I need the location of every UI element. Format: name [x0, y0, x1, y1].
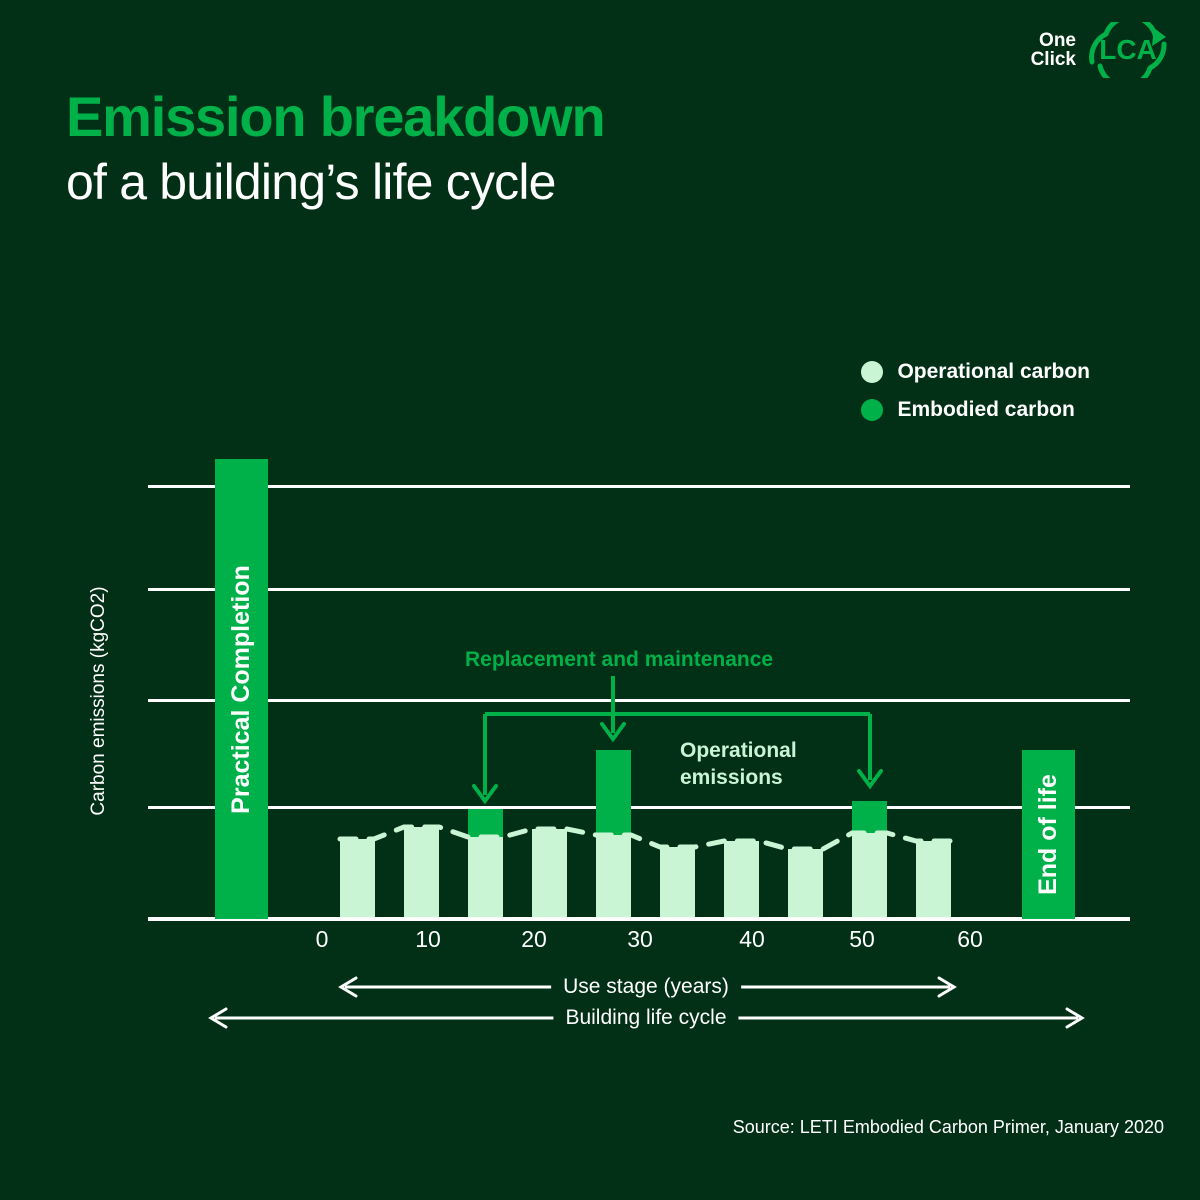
span-label-building-life-cycle: Building life cycle [553, 1006, 739, 1030]
page-title: Emission breakdown of a building’s life … [66, 85, 606, 212]
table-row [788, 849, 823, 917]
bar-operational-2 [404, 827, 439, 917]
callout-operational-line1: Operational [680, 739, 797, 762]
logo-line-one: One [1039, 30, 1076, 51]
dot-icon-operational [861, 361, 884, 383]
bar-operational-10 [916, 841, 951, 917]
marker-label-practical-completion: Practical Completion [227, 564, 256, 814]
callout-replacement-label: Replacement and maintenance [465, 648, 774, 671]
gridline-100 [148, 485, 1130, 488]
source-note: Source: LETI Embodied Carbon Primer, Jan… [732, 1117, 1164, 1137]
x-tick-60: 60 [957, 926, 983, 952]
table-row [340, 839, 375, 917]
table-row [468, 809, 503, 917]
gridline-50 [148, 699, 1130, 702]
gridline-75 [148, 588, 1130, 591]
table-row [404, 827, 439, 917]
bar-operational-7 [724, 841, 759, 917]
logo-lca-text: LCA [1099, 34, 1157, 65]
dot-icon-embodied [861, 399, 884, 421]
logo-lca-mark: LCA [1084, 22, 1172, 78]
bar-embodied-3 [468, 809, 503, 837]
x-tick-20: 20 [521, 926, 547, 952]
callout-operational-label: Operational emissions [680, 738, 880, 792]
bar-operational-1 [340, 839, 375, 917]
marker-label-end-of-life: End of life [1034, 774, 1063, 895]
bar-embodied-9 [852, 801, 887, 833]
x-tick-30: 30 [627, 926, 653, 952]
logo-wordmark: One Click [1031, 31, 1076, 69]
title-line-2: of a building’s life cycle [66, 154, 556, 211]
span-label-use-stage: Use stage (years) [551, 975, 741, 999]
title-line-1: Emission breakdown [66, 85, 606, 148]
x-tick-40: 40 [739, 926, 765, 952]
marker-bar-end-of-life: End of life [1022, 750, 1075, 919]
bar-operational-5 [596, 835, 631, 917]
x-tick-10: 10 [415, 926, 441, 952]
bar-operational-8 [788, 849, 823, 917]
logo-line-click: Click [1030, 49, 1076, 70]
brand-logo: One Click LCA [1031, 22, 1172, 78]
table-row [724, 841, 759, 917]
chart-legend: Operational carbon Embodied carbon [861, 360, 1090, 422]
x-axis-baseline [148, 917, 1130, 921]
legend-item-embodied: Embodied carbon [861, 398, 1090, 422]
table-row [596, 750, 631, 917]
bar-operational-3 [468, 837, 503, 917]
legend-label-operational: Operational carbon [897, 360, 1090, 383]
bar-embodied-5 [596, 750, 631, 835]
callout-operational-line2: emissions [680, 765, 783, 789]
x-tick-50: 50 [849, 926, 875, 952]
gridline-25 [148, 806, 1130, 809]
table-row [532, 829, 567, 917]
marker-bar-practical-completion: Practical Completion [215, 459, 268, 919]
legend-item-operational: Operational carbon [861, 360, 1090, 384]
x-tick-0: 0 [315, 926, 329, 952]
table-row [916, 841, 951, 917]
y-axis-label: Carbon emissions (kgCO2) [88, 586, 109, 816]
bar-operational-4 [532, 829, 567, 917]
legend-label-embodied: Embodied carbon [897, 398, 1075, 421]
bar-operational-6 [660, 847, 695, 917]
table-row [660, 847, 695, 917]
table-row [852, 801, 887, 917]
bar-operational-9 [852, 833, 887, 917]
